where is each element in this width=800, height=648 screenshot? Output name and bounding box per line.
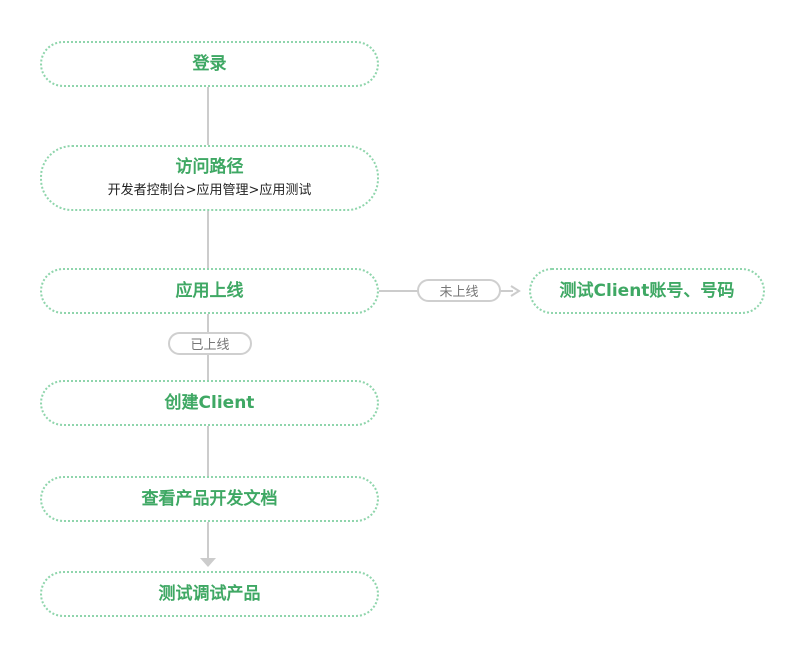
- edge-label-not-online-text: 未上线: [439, 285, 479, 300]
- edge-label-already-online: 已上线: [168, 332, 252, 355]
- node-create-client[interactable]: 创建Client: [40, 380, 379, 426]
- node-access-path-subtitle: 开发者控制台>应用管理>应用测试: [107, 183, 312, 198]
- node-test-debug-title: 测试调试产品: [158, 584, 261, 604]
- node-create-client-title: 创建Client: [164, 393, 255, 413]
- node-app-online-title: 应用上线: [175, 281, 244, 301]
- edge-label-already-online-text: 已上线: [190, 338, 230, 353]
- node-access-path[interactable]: 访问路径 开发者控制台>应用管理>应用测试: [40, 145, 379, 211]
- node-access-path-title: 访问路径: [175, 157, 244, 177]
- node-test-account-title: 测试Client账号、号码: [559, 281, 735, 301]
- node-test-account[interactable]: 测试Client账号、号码: [529, 268, 765, 314]
- edge-label-not-online: 未上线: [417, 279, 501, 302]
- node-app-online[interactable]: 应用上线: [40, 268, 379, 314]
- node-view-docs-title: 查看产品开发文档: [141, 489, 278, 509]
- arrowhead-down: [200, 558, 216, 567]
- node-view-docs[interactable]: 查看产品开发文档: [40, 476, 379, 522]
- node-login[interactable]: 登录: [40, 41, 379, 87]
- arrowhead-right: [510, 285, 521, 297]
- node-test-debug[interactable]: 测试调试产品: [40, 571, 379, 617]
- node-login-title: 登录: [192, 54, 227, 74]
